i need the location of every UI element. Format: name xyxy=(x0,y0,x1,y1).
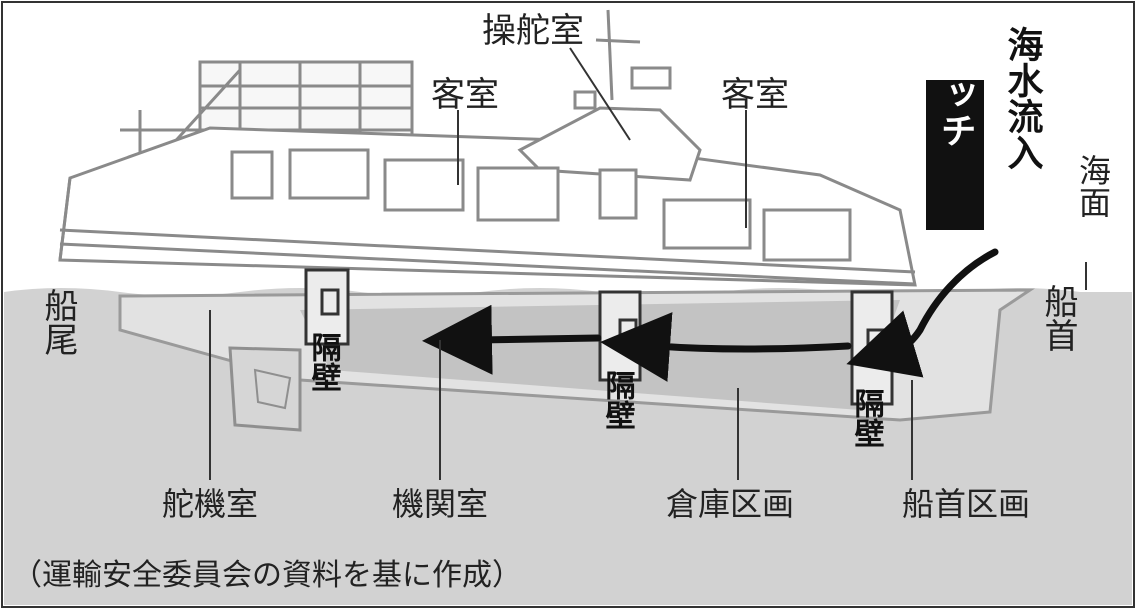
label-bulkhead-3: 隔壁 xyxy=(849,388,885,448)
inflow-arrow xyxy=(846,248,999,378)
flooding-arrows xyxy=(422,248,999,382)
label-seawater-inflow: 海水流入 xyxy=(1002,26,1044,170)
label-engine-room: 機関室 xyxy=(392,485,488,523)
label-steering-room: 舵機室 xyxy=(162,485,258,523)
label-bulkhead-2: 隔壁 xyxy=(600,370,636,430)
flow-arrow-bow-to-storage xyxy=(600,312,852,382)
label-cabin-left: 客室 xyxy=(431,75,499,115)
ship-superstructure xyxy=(58,9,917,287)
label-sea-surface: 海面 xyxy=(1074,154,1112,218)
label-bridge: 操舵室 xyxy=(482,11,584,51)
label-hatch: ハッチ xyxy=(935,40,976,148)
label-cabin-right: 客室 xyxy=(721,75,789,115)
hatch-label-box xyxy=(926,80,984,230)
label-stern: 船尾 xyxy=(38,288,78,356)
source-note: （運輸安全委員会の資料を基に作成） xyxy=(12,558,522,593)
bulkhead-1-panel xyxy=(304,268,350,346)
flow-arrow-storage-to-engine xyxy=(422,304,602,375)
label-bulkhead-1: 隔壁 xyxy=(306,332,342,392)
leader-lines xyxy=(209,47,913,480)
label-bow: 船首 xyxy=(1038,284,1078,352)
label-storage-compartment: 倉庫区画 xyxy=(666,485,794,523)
label-bow-compartment: 船首区画 xyxy=(902,485,1030,523)
